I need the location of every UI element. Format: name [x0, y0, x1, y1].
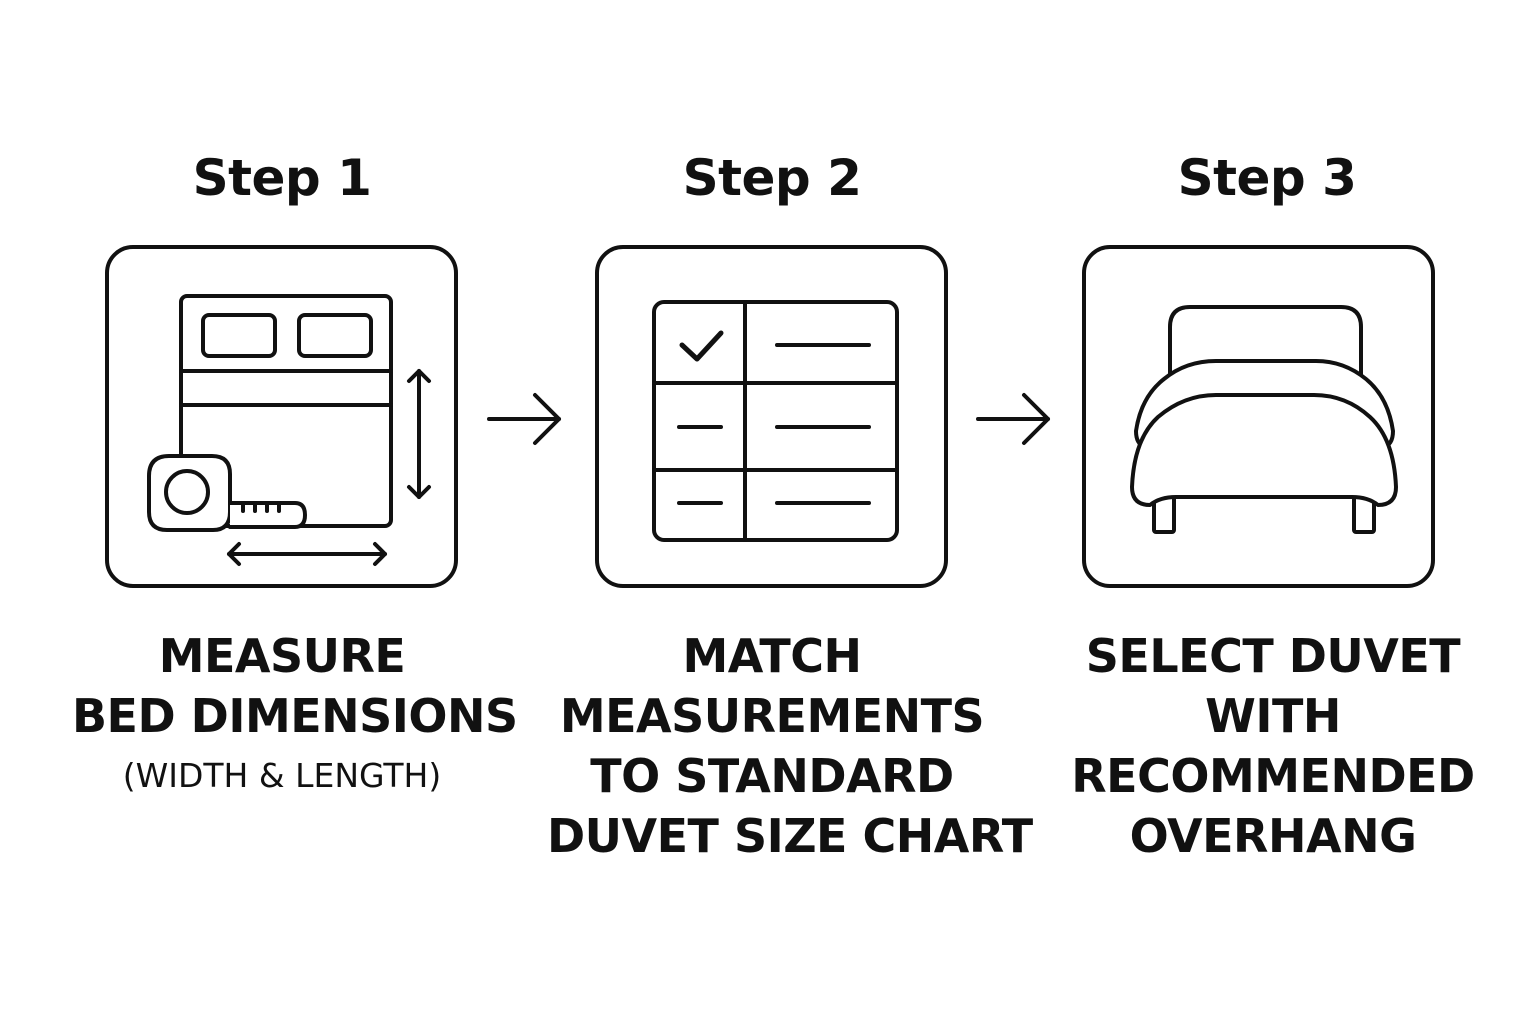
step-1-title: Step 1 — [192, 149, 372, 207]
step-1-caption: MEASURE BED DIMENSIONS (WIDTH & LENGTH) — [72, 626, 518, 806]
step-1-caption-line: MEASURE — [158, 629, 406, 683]
step-2-caption: MATCH MEASUREMENTS TO STANDARD DUVET SIZ… — [547, 626, 1033, 866]
step-2-icon-box — [595, 245, 948, 588]
arrow-right-icon — [976, 393, 1050, 445]
step-1-caption-sub: (WIDTH & LENGTH) — [122, 756, 442, 795]
checkmark-icon — [679, 330, 724, 362]
step-1-caption-line: BED DIMENSIONS — [72, 689, 518, 743]
measure-bed-icon — [147, 294, 431, 566]
bed-duvet-icon — [1130, 305, 1398, 534]
step-3-title: Step 3 — [1177, 149, 1357, 207]
step-3-caption-line: OVERHANG — [1129, 809, 1417, 863]
step-1-icon-box — [105, 245, 458, 588]
step-3-caption: SELECT DUVET WITH RECOMMENDED OVERHANG — [1053, 626, 1493, 866]
step-2-caption-line: MATCH — [682, 629, 862, 683]
step-2-caption-line: MEASUREMENTS — [559, 689, 985, 743]
step-3-caption-line: WITH — [1205, 689, 1341, 743]
size-chart-icon — [652, 300, 899, 542]
step-3-caption-line: RECOMMENDED — [1071, 749, 1475, 803]
arrow-right-icon — [487, 393, 561, 445]
step-2-caption-line: DUVET SIZE CHART — [547, 809, 1033, 863]
step-2-title: Step 2 — [682, 149, 862, 207]
step-3-caption-line: SELECT DUVET — [1085, 629, 1461, 683]
step-3-icon-box — [1082, 245, 1435, 588]
step-2-caption-line: TO STANDARD — [590, 749, 954, 803]
